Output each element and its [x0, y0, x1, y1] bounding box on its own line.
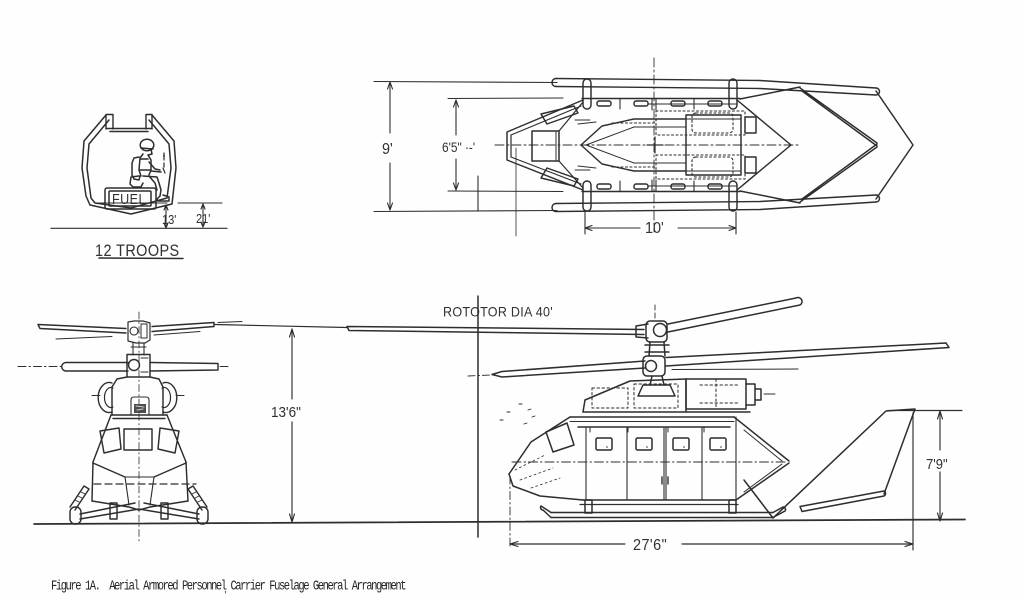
svg-text:10': 10' — [645, 219, 664, 237]
svg-text:ROTOTOR DIA 40': ROTOTOR DIA 40' — [443, 304, 553, 320]
svg-text:': ' — [223, 591, 228, 598]
svg-text:13': 13' — [162, 212, 176, 227]
svg-text:FUEL: FUEL — [112, 190, 146, 207]
svg-text:7'9": 7'9" — [926, 456, 948, 472]
svg-text:6'5" ·-': 6'5" ·-' — [442, 139, 475, 155]
svg-text:Figure 1A. Aerial Armored Per: Figure 1A. Aerial Armored Personnel Carr… — [51, 578, 406, 594]
svg-text:21': 21' — [196, 211, 210, 226]
svg-text:13'6": 13'6" — [271, 404, 301, 421]
svg-text:9': 9' — [382, 140, 393, 158]
svg-text:12 TROOPS: 12 TROOPS — [95, 242, 180, 260]
svg-text:27'6": 27'6" — [633, 536, 667, 554]
